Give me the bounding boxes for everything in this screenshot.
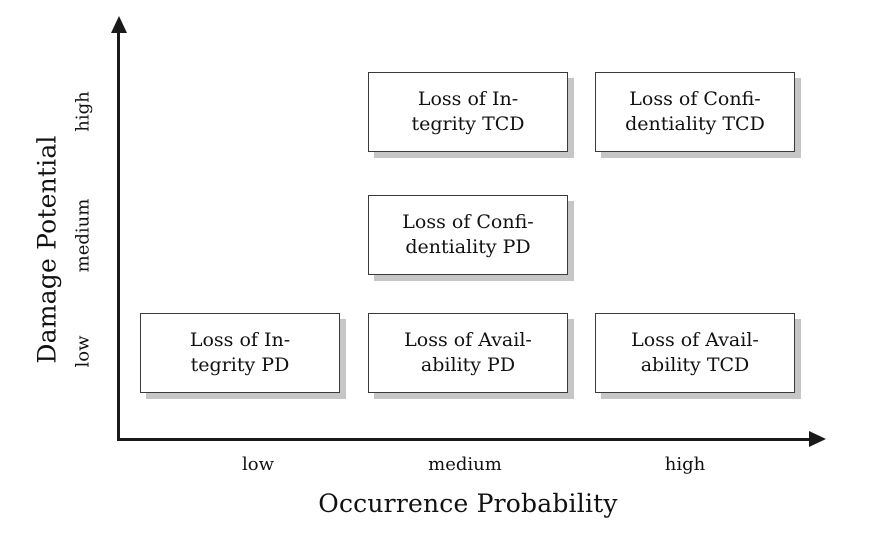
- risk-box-line-2: tegrity PD: [190, 354, 290, 376]
- x-tick-label-medium: medium: [428, 454, 502, 475]
- risk-box-line-2: ability TCD: [640, 354, 750, 376]
- risk-box-confidentiality-tcd[interactable]: Loss of Confi- dentiality TCD: [595, 72, 795, 152]
- risk-box-line-1: Loss of In-: [189, 328, 291, 351]
- risk-box-availability-tcd[interactable]: Loss of Avail- ability TCD: [595, 313, 795, 393]
- risk-box-availability-pd[interactable]: Loss of Avail- ability PD: [368, 313, 568, 393]
- risk-box-integrity-pd[interactable]: Loss of In- tegrity PD: [140, 313, 340, 393]
- risk-box-line-2: dentiality PD: [405, 236, 531, 258]
- risk-box-line-1: Loss of Avail-: [631, 328, 759, 351]
- risk-box-line-2: dentiality TCD: [625, 113, 765, 135]
- risk-box-line-2: tegrity TCD: [411, 113, 525, 135]
- x-tick-label-low: low: [241, 454, 274, 475]
- y-axis-title: Damage Potential: [32, 135, 62, 364]
- x-axis-title: Occurrence Probability: [318, 489, 618, 518]
- y-tick-label-high: high: [72, 91, 94, 132]
- y-axis-line: [117, 30, 120, 441]
- risk-box-line-1: Loss of In-: [417, 87, 519, 110]
- risk-box-line-2: ability PD: [420, 354, 516, 376]
- risk-box-line-1: Loss of Confi-: [402, 210, 534, 233]
- risk-box-confidentiality-pd[interactable]: Loss of Confi- dentiality PD: [368, 195, 568, 275]
- x-axis-arrow-icon: [809, 431, 826, 447]
- y-axis-arrow-icon: [111, 16, 127, 33]
- y-tick-label-low: low: [72, 335, 94, 368]
- x-axis-line: [117, 438, 814, 441]
- y-tick-label-medium: medium: [72, 198, 94, 273]
- risk-box-line-1: Loss of Avail-: [404, 328, 532, 351]
- x-tick-label-high: high: [664, 454, 706, 475]
- risk-box-line-1: Loss of Confi-: [629, 87, 761, 110]
- risk-box-integrity-tcd[interactable]: Loss of In- tegrity TCD: [368, 72, 568, 152]
